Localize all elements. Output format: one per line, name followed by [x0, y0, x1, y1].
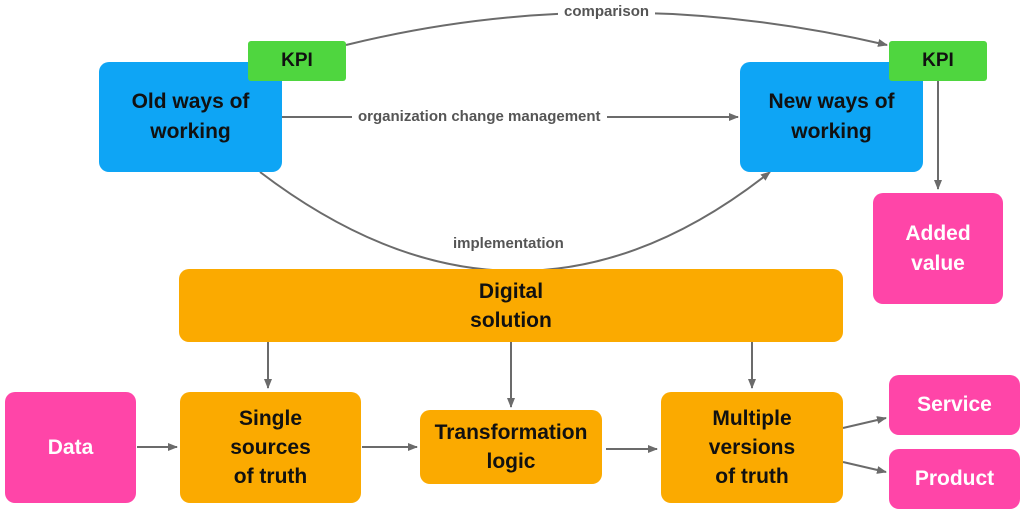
node-old-ways: Old ways of working — [99, 62, 282, 172]
edge-multiple-product — [842, 461, 887, 474]
node-digital-solution: Digital solution — [179, 269, 843, 342]
node-product: Product — [889, 449, 1020, 509]
edge-multiple-service — [842, 416, 887, 429]
node-multiple-versions: Multiple versions of truth — [661, 392, 843, 503]
node-single-sources: Single sources of truth — [180, 392, 361, 503]
node-service: Service — [889, 375, 1020, 435]
label-ocm: organization change management — [352, 108, 607, 126]
edge-implementation — [259, 171, 771, 272]
node-added-value: Added value — [873, 193, 1003, 304]
node-data: Data — [5, 392, 136, 503]
node-kpi-new: KPI — [889, 41, 987, 81]
node-transformation: Transformation logic — [420, 410, 602, 484]
node-kpi-old: KPI — [248, 41, 346, 81]
label-implementation: implementation — [447, 235, 570, 253]
label-comparison: comparison — [558, 3, 656, 21]
